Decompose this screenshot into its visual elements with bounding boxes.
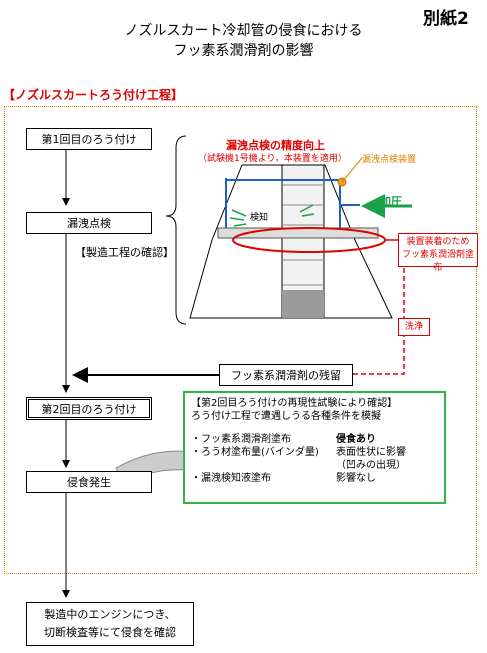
device-label: 漏洩点検装置 <box>362 155 417 165</box>
residue-box: フッ素系潤滑剤の残留 <box>219 364 353 386</box>
annex-label: 別紙2 <box>423 9 469 29</box>
step-second-braze: 第2回目のろう付け <box>26 397 152 420</box>
process-frame <box>4 106 477 574</box>
final-line1: 製造中のエンジンにつき、 <box>44 608 176 621</box>
leak-detail-heading: 漏洩点検の精度向上 <box>226 139 325 152</box>
reproduction-panel: 【第2回目ろう付けの再現性試験により確認】 ろう付け工程で遭遇しうる各種条件を模… <box>183 391 446 504</box>
lubricant-note: 装置装着のため フッ素系潤滑剤塗布 <box>398 233 478 273</box>
nozzle-skirt-illustration <box>189 157 404 319</box>
section-label: 【ノズルスカートろう付け工程】 <box>3 88 184 102</box>
pressurize-label: 加圧 <box>380 195 402 208</box>
result-row: ・フッ素系潤滑剤塗布 侵食あり <box>191 433 438 446</box>
result-row: ・漏洩検知液塗布 影響なし <box>191 472 438 485</box>
detect-label: 検知 <box>250 213 269 223</box>
step-erosion: 侵食発生 <box>26 471 152 493</box>
leak-detail-subheading: （試験機1号機より，本装置を適用） <box>198 154 347 164</box>
final-line2: 切断検査等にて侵食を確認 <box>44 626 176 639</box>
wash-label: 洗浄 <box>398 318 430 336</box>
result: 侵食あり <box>336 434 376 445</box>
process-check-label: 【製造工程の確認】 <box>75 246 174 259</box>
step-first-braze: 第1回目のろう付け <box>26 128 152 150</box>
result-row: （凹みの出現） <box>191 459 438 472</box>
result: 影響なし <box>336 473 376 484</box>
reproduction-header1: 【第2回目ろう付けの再現性試験により確認】 <box>191 398 398 409</box>
page-title-line2: フッ素系潤滑剤の影響 <box>173 43 314 59</box>
page-title-line1: ノズルスカート冷却管の侵食における <box>124 23 363 39</box>
result: （凹みの出現） <box>336 460 406 471</box>
condition: ・フッ素系潤滑剤塗布 <box>191 434 291 445</box>
reproduction-header2: ろう付け工程で遭遇しうる各種条件を模擬 <box>191 411 381 422</box>
result-row: ・ろう材塗布量(バインダ量) 表面性状に影響 <box>191 446 438 459</box>
condition: ・ろう材塗布量(バインダ量) <box>191 447 319 458</box>
lubricant-note-line2: フッ素系潤滑剤塗布 <box>401 250 474 273</box>
condition <box>191 459 336 472</box>
lubricant-note-line1: 装置装着のため <box>406 237 470 247</box>
step-leak-check: 漏洩点検 <box>26 212 152 234</box>
step-final-check: 製造中のエンジンにつき、 切断検査等にて侵食を確認 <box>26 602 194 646</box>
condition: ・漏洩検知液塗布 <box>191 473 271 484</box>
result: 表面性状に影響 <box>336 447 406 458</box>
